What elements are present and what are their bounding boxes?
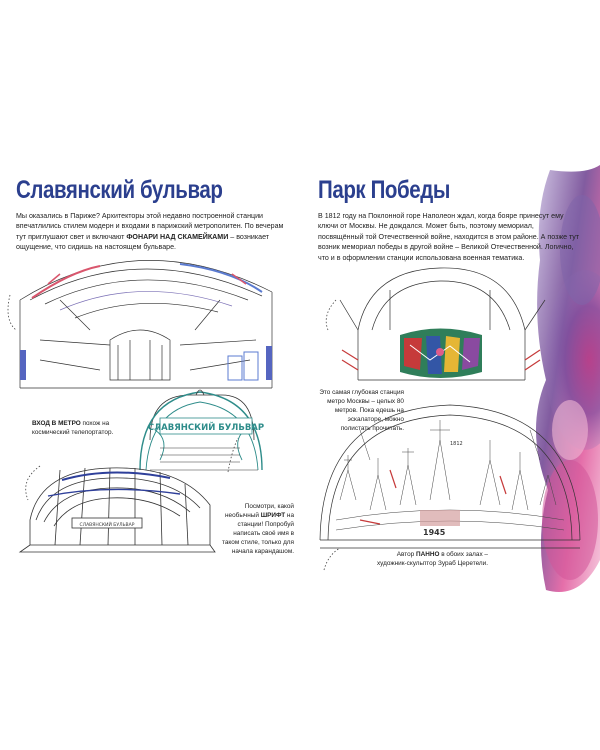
left-page-title: Славянский бульвар xyxy=(16,176,223,204)
station-vault-drawing xyxy=(19,260,273,389)
dotted-arrow xyxy=(323,547,341,571)
vault-color-accents xyxy=(20,263,272,381)
left-illustrations: СЛАВЯНСКИЙ БУЛЬВАР СЛАВЯНСКИЙ БУЛЬВАР xyxy=(7,260,273,553)
station-sign-text: СЛАВЯНСКИЙ БУЛЬВАР xyxy=(148,421,264,433)
pavilion-blue-stroke xyxy=(61,471,171,481)
right-page-title: Парк Победы xyxy=(318,176,450,204)
right-page: 1945 1812 Парк Победы В 1812 году на Пок… xyxy=(300,0,600,750)
caption-author-text-2: в обоих залах – художник-скульптор Зураб… xyxy=(376,551,488,567)
upper-station-drawing xyxy=(339,267,546,381)
left-body-text-1: Мы оказались в Париже? Архитекторы этой … xyxy=(16,212,284,241)
pavilion-sign-text: СЛАВЯНСКИЙ БУЛЬВАР xyxy=(80,521,135,528)
dotted-arrow xyxy=(25,465,41,501)
caption-author-text-1: Автор xyxy=(396,551,417,558)
caption-entrance-text: похож на космический телепортатор. xyxy=(32,420,114,436)
right-page-body: В 1812 году на Поклонной горе Наполеон ж… xyxy=(318,212,580,262)
caption-author: Автор ПАННО в обоих залах – художник-ску… xyxy=(368,550,488,568)
caption-author-bold: ПАННО xyxy=(416,551,440,558)
memorial-year-1945: 1945 xyxy=(423,528,446,537)
left-body-bold: ФОНАРИ НАД СКАМЕЙКАМИ xyxy=(126,232,229,241)
left-body-text-2: – возникает ощущение, что сидишь на наст… xyxy=(16,232,270,252)
pavilion-blue-stroke xyxy=(47,488,181,497)
metro-pavilion-drawing xyxy=(18,467,216,553)
memorial-year-1812: 1812 xyxy=(450,441,463,447)
station-sign-drawing: СЛАВЯНСКИЙ БУЛЬВАР xyxy=(139,389,264,471)
watercolor-paint-splash xyxy=(535,165,600,592)
caption-font: Посмотри, какой необычный ШРИФТ на станц… xyxy=(222,502,294,556)
war-memorial-panel-drawing xyxy=(319,404,581,549)
caption-font-text-2: на станции! Попробуй написать своё имя в… xyxy=(222,512,294,555)
caption-font-bold: ШРИФТ xyxy=(260,512,286,519)
dotted-arrow xyxy=(7,294,17,331)
mosaic-panel xyxy=(400,328,482,378)
left-page: Славянский бульвар Мы оказались в Париже… xyxy=(7,176,294,556)
left-page-body: Мы оказались в Париже? Архитекторы этой … xyxy=(16,211,286,253)
memorial-red-accents xyxy=(359,469,507,526)
caption-font-text-1: Посмотри, какой необычный xyxy=(225,503,294,519)
right-illustrations: 1945 1812 xyxy=(319,165,600,592)
dotted-arrow xyxy=(227,437,239,473)
caption-depth: Это самая глубокая станция метро Москвы … xyxy=(319,389,404,432)
caption-entrance: ВХОД В МЕТРО похож на космический телепо… xyxy=(32,419,122,437)
caption-entrance-bold: ВХОД В МЕТРО xyxy=(32,420,81,427)
dotted-arrow xyxy=(325,299,337,331)
